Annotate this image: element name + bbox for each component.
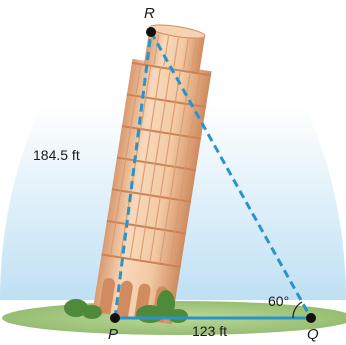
point-q xyxy=(306,313,316,323)
label-height: 184.5 ft xyxy=(33,147,80,163)
label-base: 123 ft xyxy=(192,323,227,339)
label-point-p: P xyxy=(108,326,118,343)
point-p xyxy=(110,313,120,323)
point-r xyxy=(146,27,156,37)
label-angle-q: 60° xyxy=(268,293,289,309)
label-point-r: R xyxy=(144,5,155,22)
segment-pr xyxy=(113,31,153,319)
angle-arc-q xyxy=(292,301,303,319)
tower-illustration xyxy=(92,24,212,325)
segment-rq xyxy=(149,31,313,319)
label-point-q: Q xyxy=(307,326,319,343)
